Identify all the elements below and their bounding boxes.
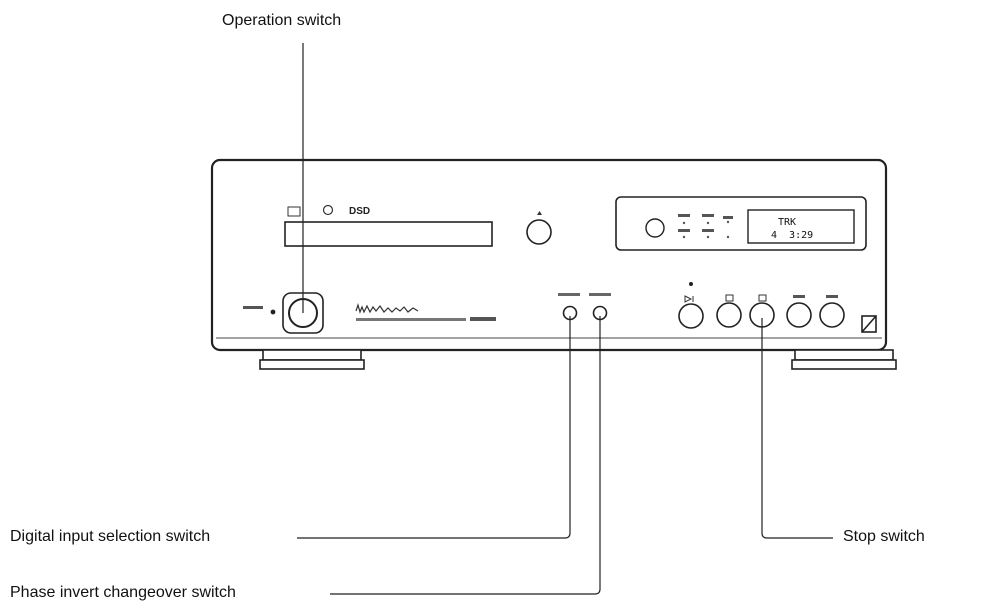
- eject-icon: [537, 211, 542, 215]
- display-button[interactable]: [645, 218, 665, 238]
- dsd-logo: DSD: [349, 206, 370, 217]
- model-number-marking: [470, 317, 496, 321]
- skip-forward-icon: [826, 295, 838, 298]
- digital-input-selection-label: Digital input selection switch: [10, 528, 211, 545]
- left-foot: [259, 349, 365, 370]
- play-pause-button[interactable]: [678, 303, 704, 329]
- cd-logo-icon: [287, 206, 301, 217]
- disc-format-logos: DSD: [287, 204, 370, 217]
- display-track-label: TRK: [778, 217, 796, 228]
- play-indicator-icon: [689, 282, 693, 286]
- power-indicator-icon: [270, 309, 276, 315]
- stop-switch-label: Stop switch: [843, 528, 925, 545]
- display-indicators: [678, 214, 733, 239]
- phase-invert-leader-line: [330, 316, 601, 595]
- display-track-time: 4 3:29: [771, 230, 813, 241]
- play-pause-icon: [684, 295, 694, 303]
- pause-button[interactable]: [716, 302, 742, 328]
- skip-back-button[interactable]: [786, 302, 812, 328]
- digital-input-leader-line: [297, 316, 571, 539]
- eject-button[interactable]: [526, 219, 552, 245]
- skip-back-icon: [793, 295, 805, 298]
- stop-leader-line: [761, 318, 833, 539]
- operation-switch-marking: [243, 306, 263, 309]
- pause-icon: [725, 294, 734, 302]
- right-foot: [791, 349, 897, 370]
- model-line-marking: [356, 318, 466, 321]
- remote-sensor-icon: [861, 315, 877, 333]
- phase-invert-marking: [589, 293, 611, 296]
- operation-switch-label: Operation switch: [222, 12, 342, 29]
- sacd-logo-icon: [322, 204, 334, 216]
- lcd-screen: [747, 209, 855, 244]
- brand-marking: [355, 302, 496, 321]
- digital-input-marking: [558, 293, 580, 296]
- skip-forward-button[interactable]: [819, 302, 845, 328]
- brand-logo-icon: [355, 302, 419, 314]
- disc-tray: [284, 221, 493, 247]
- phase-invert-changeover-label: Phase invert changeover switch: [10, 584, 236, 601]
- stop-icon: [758, 294, 767, 302]
